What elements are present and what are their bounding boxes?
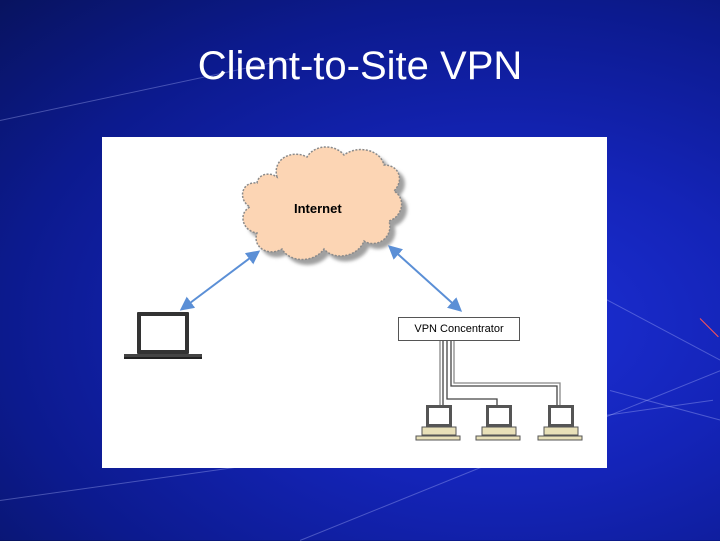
vpn-concentrator-label: VPN Concentrator: [414, 323, 504, 335]
lan-wires: [439, 340, 561, 413]
diagram-canvas: [124, 146, 583, 441]
internet-concentrator-connection: [387, 245, 463, 312]
slide-title: Client-to-Site VPN: [197, 44, 523, 88]
red-accent-line: [699, 318, 719, 338]
laptop-internet-connection: [179, 250, 261, 311]
internet-label: Internet: [294, 201, 342, 216]
desktop-pc-icon: [415, 405, 461, 441]
desktop-pc-icon: [537, 405, 583, 441]
vpn-concentrator-box: VPN Concentrator: [398, 317, 520, 341]
diagram-panel: Internet VPN Concentrator: [102, 137, 607, 468]
laptop-icon: [124, 312, 202, 359]
desktop-pc-icon: [475, 405, 521, 441]
cloud-icon: [241, 146, 403, 261]
